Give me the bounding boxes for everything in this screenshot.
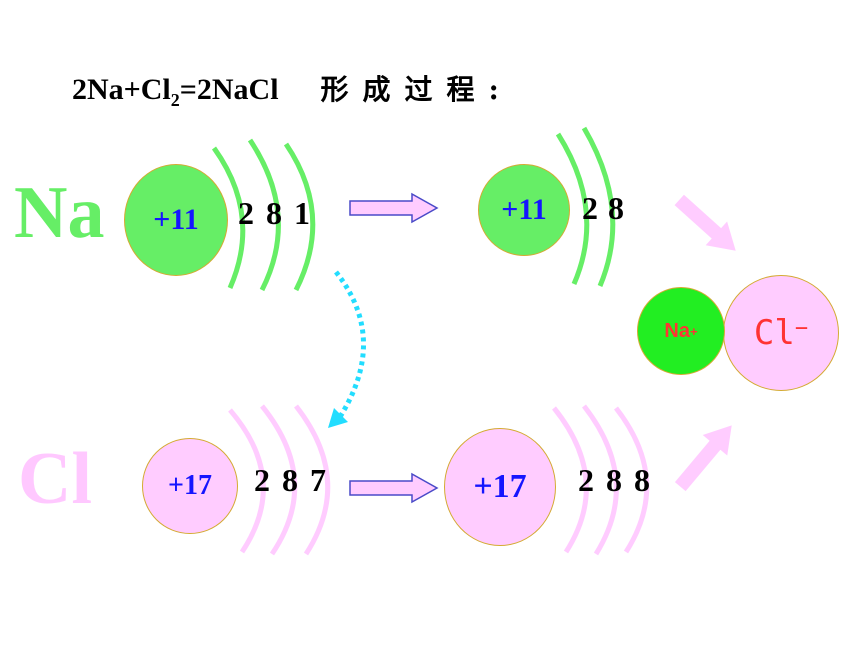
- product-na-ion: Na+: [637, 287, 725, 375]
- product-cl-symbol: Cl: [753, 313, 795, 353]
- na-element-label: Na: [14, 172, 105, 254]
- cl-atom-shells: 2 8 7: [254, 462, 326, 498]
- cl-ion-shells: 2 8 8: [578, 462, 650, 498]
- na-atom-shell-arcs: [211, 138, 316, 292]
- cl-atom-nucleus: +17: [142, 438, 238, 534]
- page-title: 2Na+Cl2=2NaCl 形成过程:: [72, 68, 513, 111]
- na-atom-charge: +11: [153, 203, 199, 236]
- cl-atom-shell-arcs: [228, 404, 331, 556]
- equation-prefix: 2Na+Cl: [72, 73, 171, 106]
- na-atom-shells: 2 8 1: [238, 195, 310, 231]
- cl-transition-arrow: [349, 472, 439, 504]
- cl-ion-charge: +17: [473, 468, 527, 505]
- equation-suffix: =2NaCl: [179, 73, 279, 106]
- cl-to-product-arrow: [674, 425, 732, 492]
- product-na-symbol: Na: [664, 319, 690, 342]
- na-ion-charge: +11: [501, 193, 547, 226]
- electron-transfer-arrowhead: [328, 408, 348, 428]
- cl-atom-charge: +17: [168, 470, 212, 501]
- cl-ion-nucleus: +17: [444, 428, 556, 546]
- na-ion-shells: 2 8: [582, 190, 624, 226]
- na-transition-arrow: [349, 192, 439, 224]
- na-ion-shell-arcs: [555, 126, 616, 287]
- cl-ion-shell-arcs: [552, 404, 650, 556]
- na-to-product-arrow: [674, 194, 736, 251]
- electron-transfer-arrow: [334, 270, 366, 422]
- formation-process-label: 形成过程:: [320, 73, 513, 106]
- product-cl-ion: Cl−: [723, 275, 839, 391]
- equation-subscript: 2: [170, 90, 180, 110]
- cl-element-label: Cl: [18, 438, 92, 520]
- product-na-charge: +: [689, 323, 698, 339]
- product-cl-charge: −: [794, 315, 809, 341]
- na-ion-nucleus: +11: [478, 164, 570, 256]
- na-atom-nucleus: +11: [124, 164, 228, 276]
